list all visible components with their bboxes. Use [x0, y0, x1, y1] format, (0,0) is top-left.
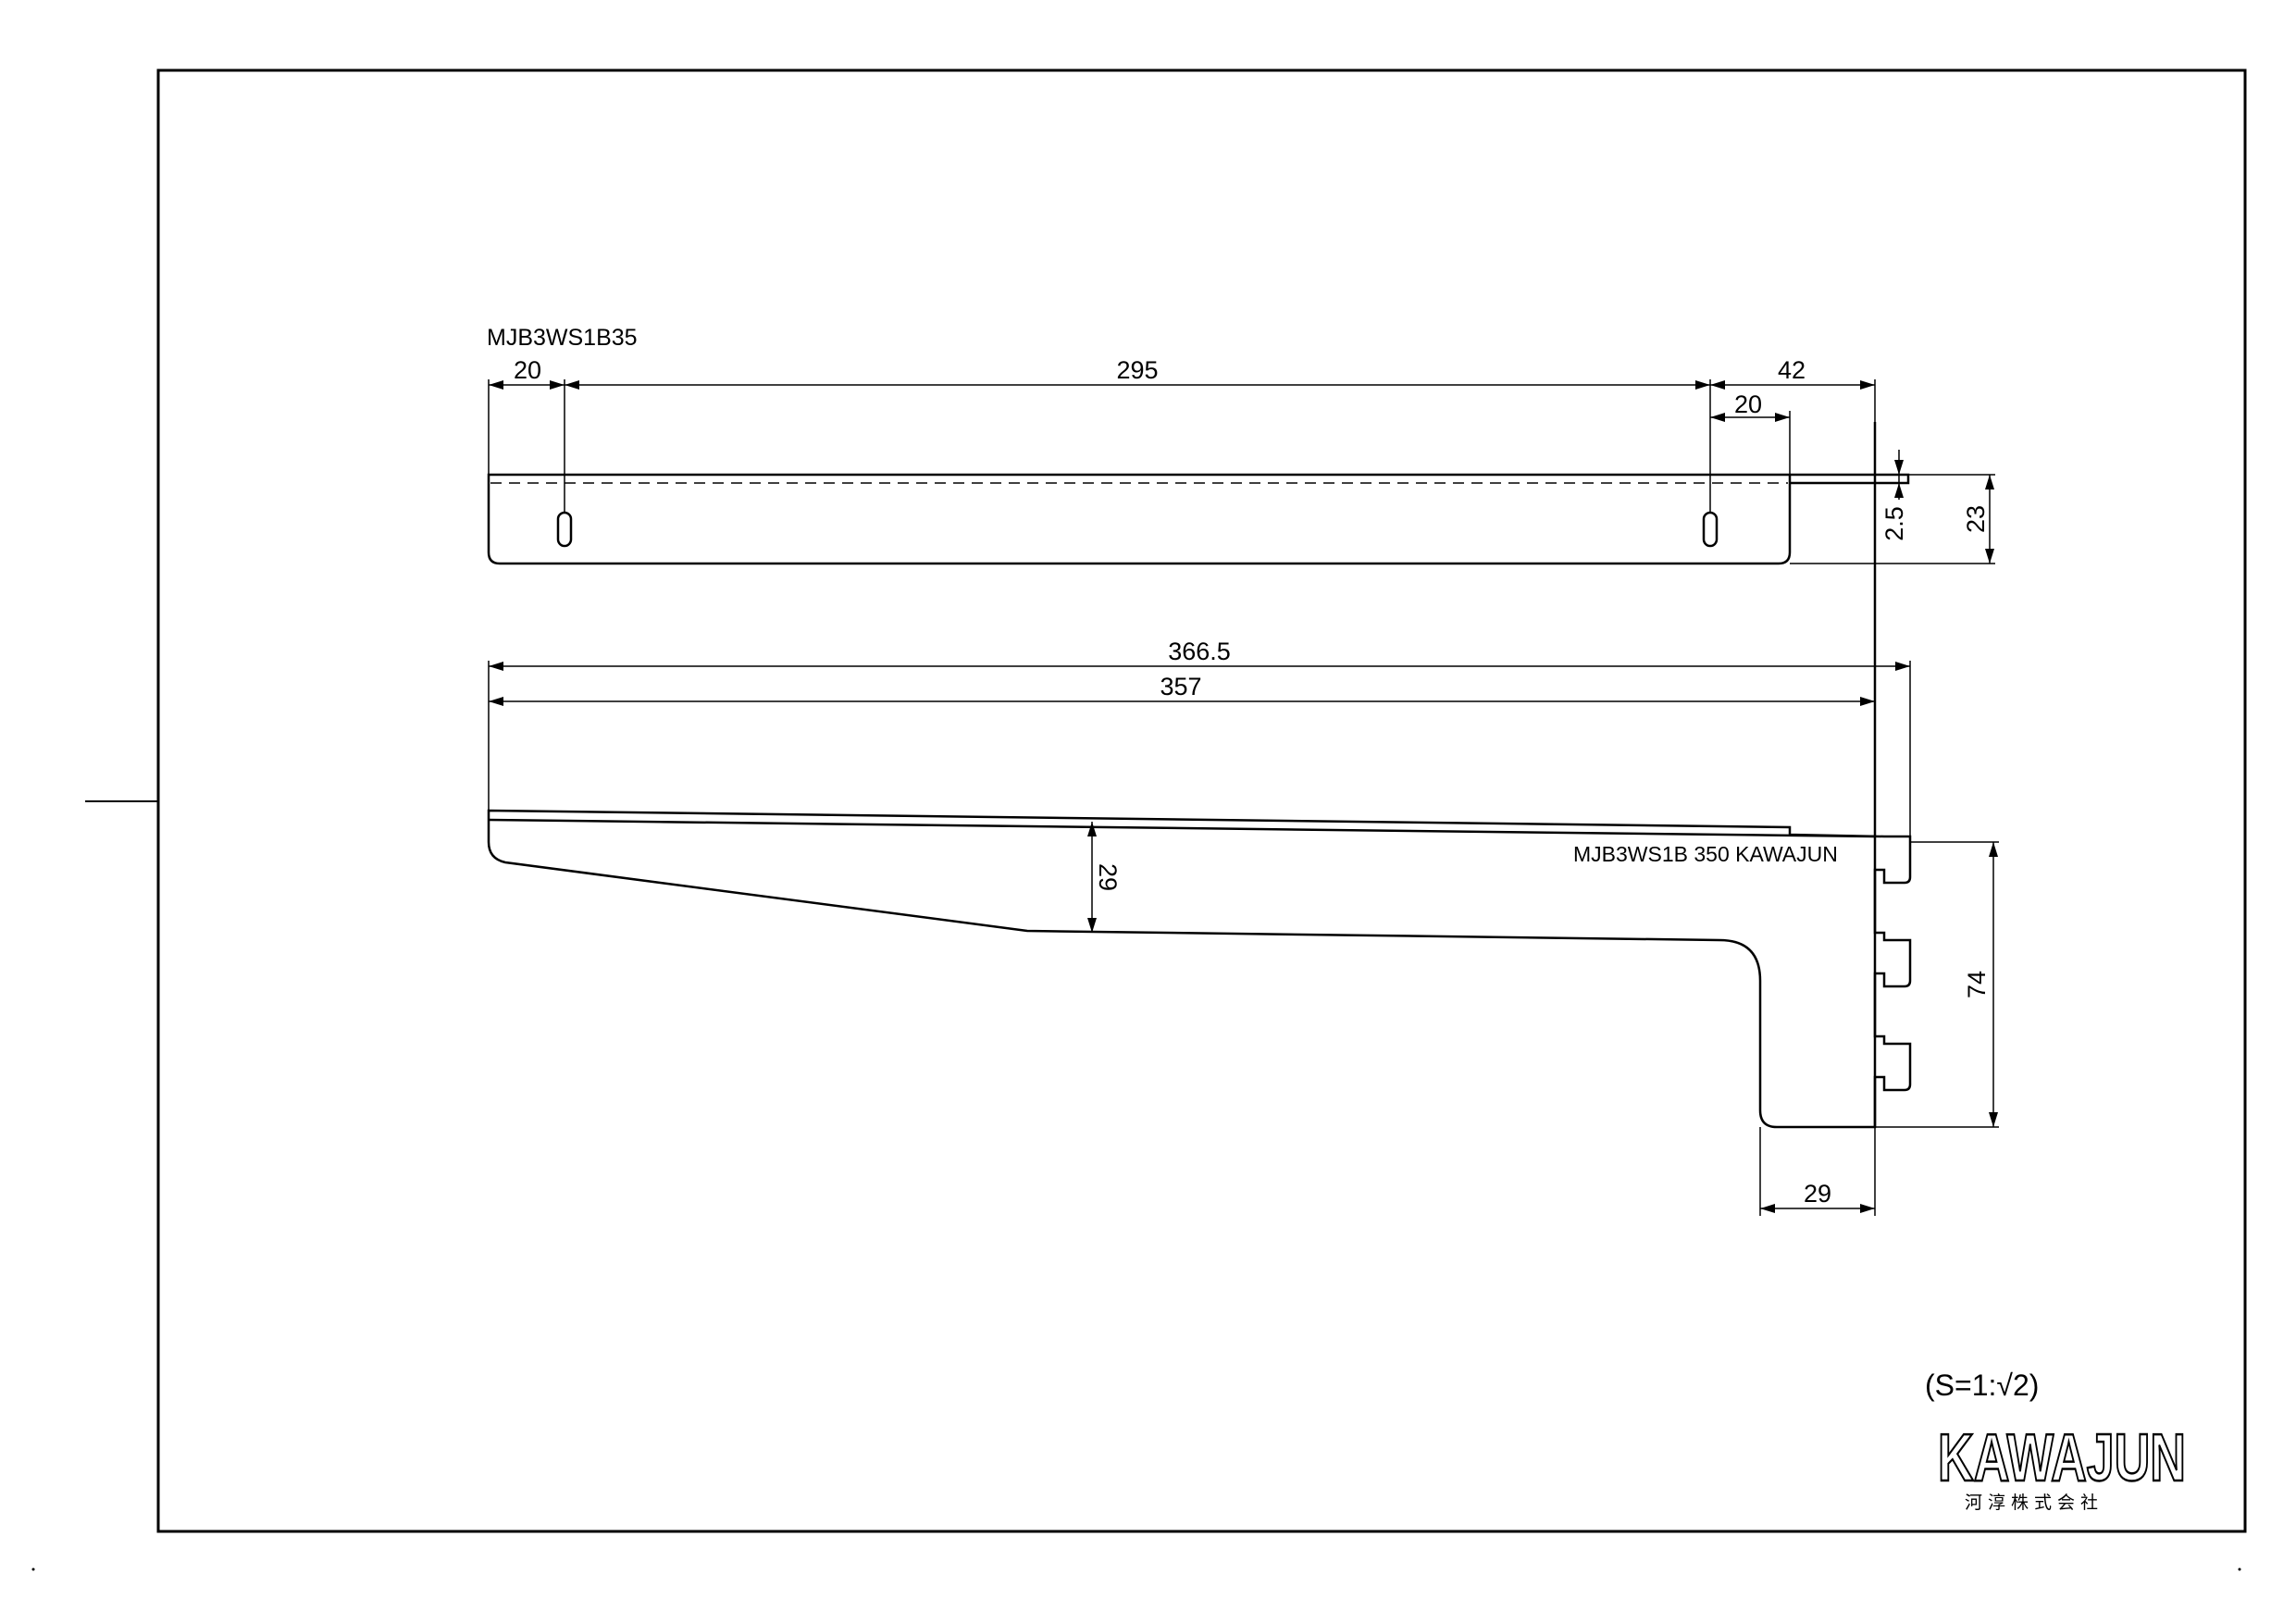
part-code-label: MJB3WS1B35 — [487, 325, 638, 351]
arrowhead — [1985, 475, 1994, 489]
arrowhead — [1860, 697, 1875, 706]
arrowhead — [489, 662, 503, 671]
dim-thickness: 2.5 — [1880, 506, 1908, 541]
corner-dot — [31, 1567, 35, 1571]
top-tab — [1790, 473, 1910, 485]
dim-hook-width: 29 — [1804, 1180, 1831, 1208]
dim-left-offset: 20 — [514, 356, 541, 384]
top-flange-line — [488, 818, 1876, 838]
arrowhead — [1860, 380, 1875, 390]
arrowhead — [1894, 483, 1904, 498]
arrowhead — [550, 380, 565, 390]
arrowhead — [1087, 918, 1097, 933]
dim-overall-length: 366.5 — [1168, 638, 1231, 665]
arrowhead — [1087, 822, 1097, 836]
arrowhead — [1895, 662, 1910, 671]
top-view: MJB3WS1B35 20 295 42 20 — [487, 325, 1995, 1127]
arrowhead — [1989, 1112, 1998, 1127]
bracket-profile — [487, 809, 1912, 1129]
arrowhead — [1760, 1204, 1775, 1213]
arrowhead — [565, 380, 579, 390]
arrowhead — [489, 380, 503, 390]
brand-logo: KAWAJUN — [1938, 1421, 2186, 1495]
title-block: (S=1:√2) KAWAJUN 河淳株式会社 — [1925, 1369, 2187, 1513]
arrowhead — [489, 697, 503, 706]
arrowhead — [1860, 1204, 1875, 1213]
scale-label: (S=1:√2) — [1925, 1369, 2039, 1402]
right-mounting-slot — [1702, 511, 1719, 548]
arrowhead — [1710, 413, 1725, 422]
company-name: 河淳株式会社 — [1965, 1493, 2104, 1513]
dim-hook-height: 74 — [1963, 971, 1991, 998]
stamp-text: MJB3WS1B 350 KAWAJUN — [1573, 842, 1838, 866]
dim-hole-spacing: 295 — [1116, 356, 1158, 384]
arrowhead — [1985, 549, 1994, 564]
corner-dot — [2238, 1567, 2241, 1571]
arrowhead — [1695, 380, 1710, 390]
dim-right-offset: 42 — [1778, 356, 1806, 384]
top-plate-outline — [487, 473, 1792, 565]
arrowhead — [1894, 460, 1904, 475]
arrowhead — [1989, 842, 1998, 857]
dim-right-hole-offset: 20 — [1734, 390, 1762, 418]
arrowhead — [1710, 380, 1725, 390]
arrowhead — [1775, 413, 1790, 422]
dim-arm-length: 357 — [1160, 673, 1201, 700]
side-view: 366.5 357 29 MJB3WS1B 350 KAWAJUN 74 29 — [487, 638, 1999, 1216]
dim-arm-depth: 29 — [1094, 863, 1122, 891]
left-mounting-slot — [556, 511, 573, 548]
drawing-frame — [156, 68, 2247, 1533]
dim-height: 23 — [1962, 505, 1990, 533]
